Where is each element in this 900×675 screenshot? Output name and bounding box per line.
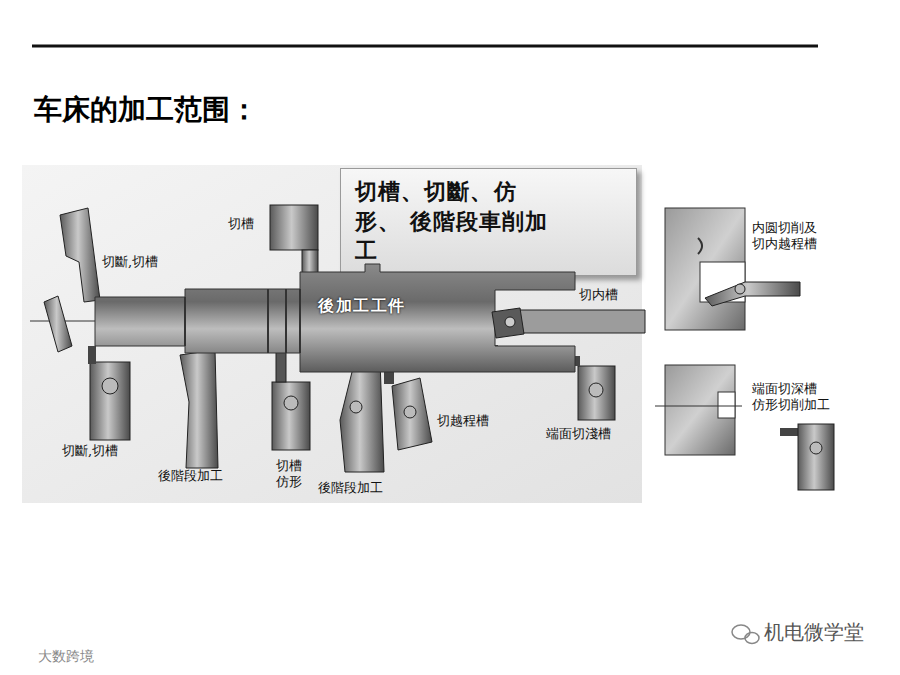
operation-label: 切斷,切槽 (62, 443, 118, 459)
operation-label: 後階段加工 (158, 468, 223, 484)
workpiece-outline (95, 262, 577, 380)
insert-screw (735, 284, 745, 294)
centerline (655, 406, 742, 407)
grooving-tool (270, 205, 318, 250)
operation-label: 端面切淺槽 (546, 426, 611, 442)
face-groove (718, 392, 735, 418)
watermark: 大数跨境 (38, 648, 94, 666)
operation-label: 内圆切削及 切内越程槽 (752, 220, 820, 253)
page-title: 车床的加工范围： (34, 92, 258, 127)
workpiece: 後加工工件 (95, 262, 577, 380)
boring-bar (705, 282, 800, 306)
turning-tool (340, 356, 384, 472)
operation-label: 後階段加工 (318, 480, 383, 496)
inner-groove (698, 238, 702, 254)
insert-screw (589, 383, 603, 397)
undercut-tool (392, 378, 432, 450)
banner-text: 切槽、切斷、仿形、 後階段車削加工 (355, 177, 560, 266)
workpiece-section (665, 208, 745, 330)
tool-tip (384, 372, 394, 384)
workpiece-section (665, 365, 735, 455)
insert-screw (284, 396, 298, 410)
insert-screw (810, 442, 822, 454)
operation-label: 切内槽 (579, 287, 618, 303)
cut-off-piece (44, 296, 72, 352)
insert-screw (102, 378, 118, 394)
grooving-tool (272, 382, 310, 450)
operation-label: 切越程槽 (437, 413, 489, 429)
operation-label: 切斷,切槽 (102, 254, 158, 270)
tool-tip (88, 346, 96, 364)
workpiece-label: 後加工工件 (318, 296, 406, 316)
background-panel (22, 165, 642, 503)
turning-tool (180, 350, 218, 468)
face-groove-tool (798, 424, 834, 490)
operation-label: 切槽 仿形 (276, 458, 305, 491)
parting-tool (60, 208, 100, 302)
operation-label: 切槽 (228, 216, 254, 232)
wechat-icon (732, 625, 759, 644)
operation-label: 端面切深槽 仿形切削加工 (752, 381, 833, 414)
face-groove-tool (578, 366, 615, 420)
top-rule (32, 45, 818, 48)
insert-screw (404, 406, 416, 418)
insert-screw (350, 401, 362, 413)
title-banner: 切槽、切斷、仿形、 後階段車削加工 (340, 168, 637, 276)
parting-tool (90, 362, 130, 440)
watermark: 机电微学堂 (764, 620, 864, 645)
